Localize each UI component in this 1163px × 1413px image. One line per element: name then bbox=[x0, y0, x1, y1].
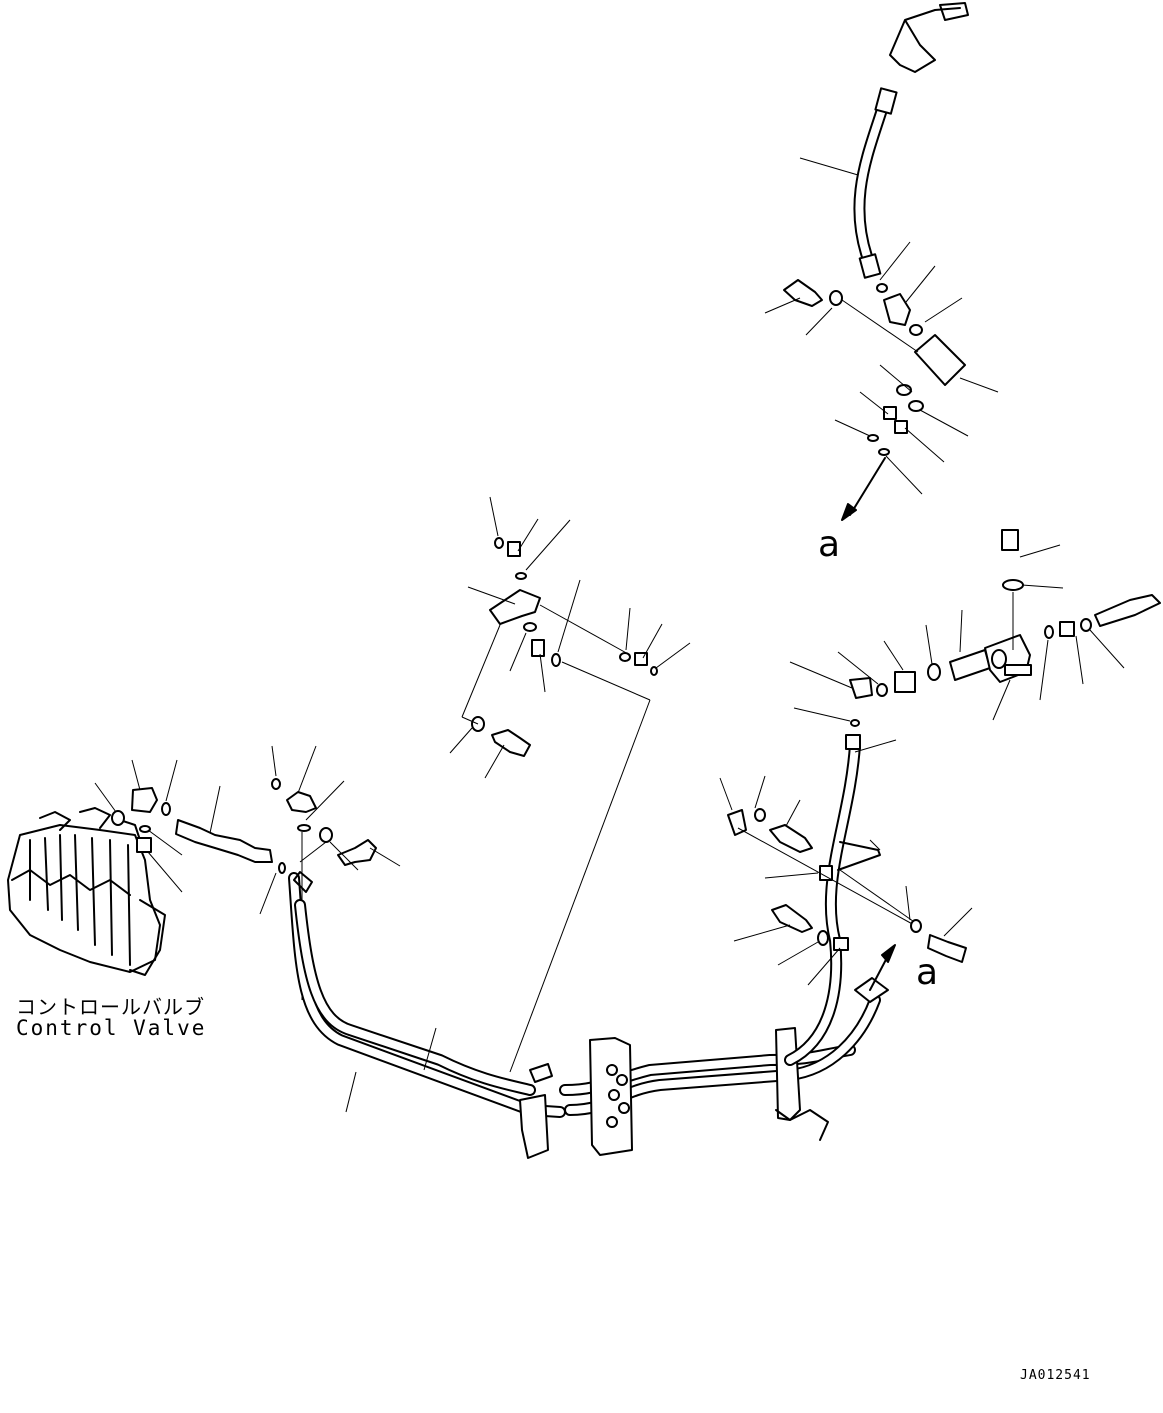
right-fittings bbox=[719, 529, 1161, 966]
main-hose-run bbox=[288, 871, 881, 1159]
control-valve-label-en: Control Valve bbox=[16, 1016, 207, 1040]
drawing-code: JA012541 bbox=[1020, 1368, 1091, 1383]
upper-hose-assembly bbox=[799, 2, 969, 279]
right-hose-assembly bbox=[764, 734, 921, 1066]
upper-fittings bbox=[764, 241, 999, 521]
control-valve-fittings bbox=[94, 745, 401, 1000]
connector-label-a-top: a bbox=[818, 524, 841, 565]
control-valve-label-jp: コントロールバルブ bbox=[16, 995, 205, 1019]
center-bracket-assembly bbox=[449, 496, 691, 1073]
control-valve-illustration bbox=[7, 807, 166, 976]
connector-label-a-bottom: a bbox=[916, 952, 939, 993]
